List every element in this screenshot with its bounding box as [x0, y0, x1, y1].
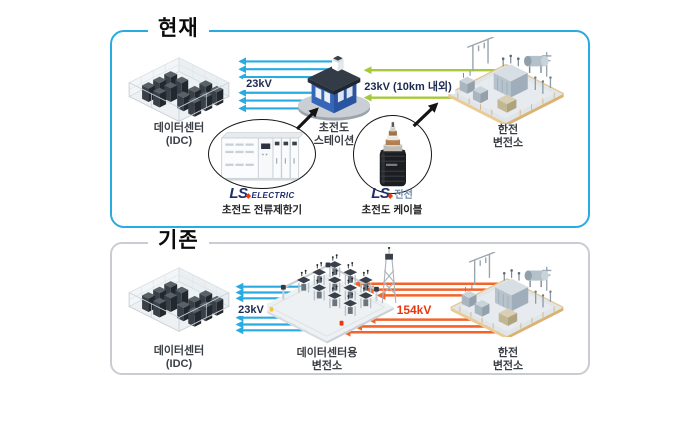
datacenter-label: 데이터센터 (IDC) [154, 122, 205, 148]
station-label-line1: 초전도 [318, 122, 350, 134]
cable-caption: 초전도 케이블 [361, 204, 423, 216]
kepco-substation-illustration [440, 37, 572, 124]
panel-legacy-title: 기존 [148, 228, 209, 254]
kepco-label-line1: 한전 [497, 124, 519, 136]
ls-logo-spark-icon [245, 193, 252, 199]
panel-current: 현재 [110, 16, 590, 228]
datacenter-illustration-legacy [120, 264, 238, 336]
superconducting-cable-illustration [371, 120, 415, 190]
datacenter-label-legacy: 데이터센터 (IDC) [154, 345, 205, 371]
flow-label-23kv-current: 23kV [243, 78, 275, 90]
datacenter-legacy-line2: (IDC) [165, 357, 193, 370]
ls-electric-logo-ls: LS [229, 185, 248, 202]
kepco-legacy-line2: 변전소 [492, 359, 524, 372]
datacenter-substation-label: 데이터센터용 변전소 [297, 347, 358, 373]
superconducting-cable-callout [353, 115, 432, 194]
ls-cable-logo-suffix: 전선 [394, 190, 413, 201]
datacenter-substation-line2: 변전소 [311, 359, 343, 372]
datacenter-legacy-line1: 데이터센터 [153, 345, 205, 357]
datacenter-substation-illustration [252, 247, 402, 344]
flow-label-154kv: 154kV [393, 303, 435, 317]
datacenter-substation-line1: 데이터센터용 [296, 347, 358, 359]
station-label-line2: 스테이션 [313, 134, 355, 147]
panel-legacy: 기존 [110, 228, 590, 375]
ls-electric-logo-suffix: ELECTRIC [251, 191, 295, 200]
current-limiter-callout [208, 119, 316, 189]
datacenter-label-line2: (IDC) [165, 134, 193, 147]
kepco-legacy-line1: 한전 [497, 347, 519, 359]
ls-cable-logo-spark-icon [387, 193, 394, 199]
datacenter-illustration [120, 54, 238, 126]
datacenter-label-line1: 데이터센터 [153, 122, 205, 134]
kepco-substation-illustration-legacy [442, 252, 572, 337]
station-label: 초전도 스테이션 [314, 122, 354, 148]
ls-cable-logo-ls: LS [371, 185, 390, 202]
ls-cable-logo: LS 전선 [371, 185, 413, 207]
flow-label-23kv-legacy: 23kV [235, 304, 267, 316]
kepco-label-current: 한전 변전소 [493, 124, 523, 150]
panel-current-title: 현재 [148, 16, 209, 42]
limiter-caption: 초전도 전류제한기 [221, 204, 303, 216]
current-limiter-cabinet-illustration [216, 127, 308, 182]
kepco-label-line2: 변전소 [492, 136, 524, 149]
kepco-label-legacy: 한전 변전소 [493, 347, 523, 373]
flow-label-23kv-10km: 23kV (10km 내외) [361, 78, 455, 94]
